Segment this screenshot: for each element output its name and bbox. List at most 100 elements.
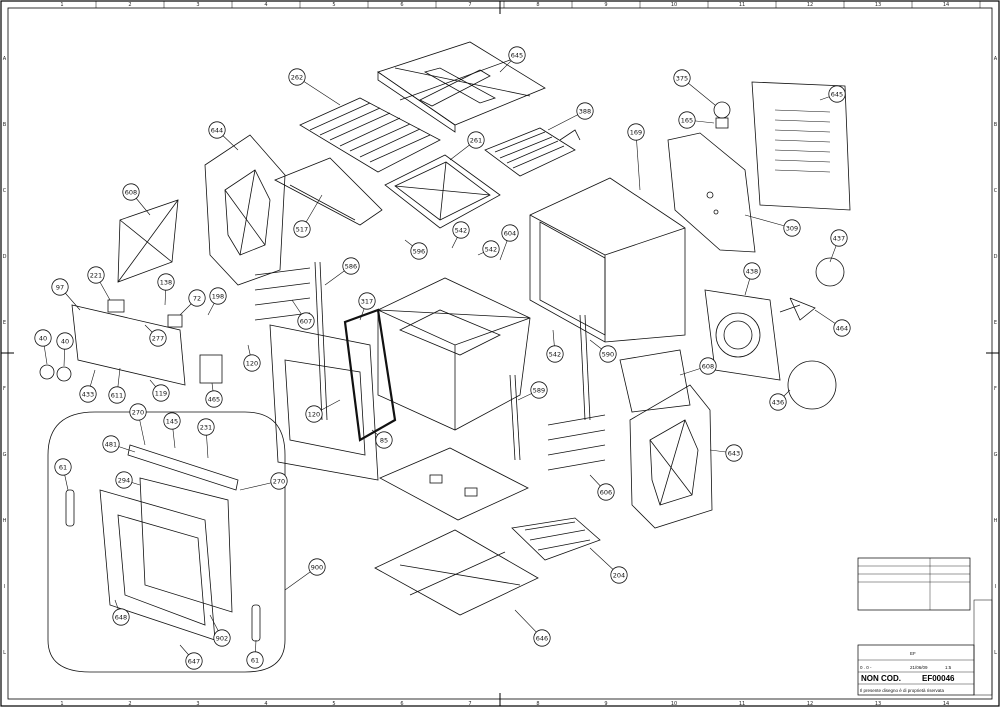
grid-row-label: A xyxy=(3,56,7,62)
grid-column-label: 14 xyxy=(943,2,949,8)
callout-bubble xyxy=(678,111,696,129)
grid-column-label: 14 xyxy=(943,701,949,707)
grid-column-label: 2 xyxy=(128,701,131,707)
callout-277: 277 xyxy=(149,329,167,347)
callout-bubble xyxy=(185,652,203,670)
grid-row-label: C xyxy=(994,188,998,194)
callout-608: 608 xyxy=(699,357,717,375)
callout-bubble xyxy=(108,386,126,404)
grid-column-label: 4 xyxy=(264,2,267,8)
grid-row-label: A xyxy=(994,56,998,62)
callout-number: 607 xyxy=(300,317,312,325)
callout-number: 646 xyxy=(536,634,548,642)
callout-bubble xyxy=(209,287,227,305)
callout-bubble xyxy=(102,435,120,453)
door-handle-left-part xyxy=(65,489,75,527)
callout-388: 388 xyxy=(576,102,594,120)
title-block-scale: 1:5 xyxy=(945,665,952,670)
callout-bubble xyxy=(270,472,288,490)
callout-number: 388 xyxy=(579,107,591,115)
callout-586: 586 xyxy=(342,257,360,275)
callout-number: 586 xyxy=(345,262,357,270)
grid-column-label: 11 xyxy=(739,701,745,707)
door-gasket-part xyxy=(343,308,397,442)
callout-bubble xyxy=(375,431,393,449)
callout-646: 646 xyxy=(533,629,551,647)
callout-433: 433 xyxy=(79,385,97,403)
callout-bubble xyxy=(54,458,72,476)
callout-bubble xyxy=(34,329,52,347)
callout-bubble xyxy=(243,354,261,372)
grid-column-label: 3 xyxy=(196,2,199,8)
callout-bubble xyxy=(627,123,645,141)
callout-bubble xyxy=(205,390,223,408)
callout-436: 436 xyxy=(769,393,787,411)
title-block-note: Il presente disegno è di proprietà riser… xyxy=(860,688,945,693)
cavity-bottom-part xyxy=(379,447,529,521)
callout-bubble xyxy=(213,629,231,647)
title-block-revision: EF xyxy=(910,651,916,656)
grid-row-label: H xyxy=(3,518,7,524)
callout-645: 645 xyxy=(508,46,526,64)
callout-120: 120 xyxy=(243,354,261,372)
callout-270: 270 xyxy=(129,403,147,421)
callout-72: 72 xyxy=(188,289,206,307)
callout-number: 270 xyxy=(132,408,144,416)
callout-number: 465 xyxy=(208,395,220,403)
callout-number: 608 xyxy=(702,362,714,370)
grid-row-label: G xyxy=(3,452,7,458)
grid-column-label: 1 xyxy=(60,701,63,707)
callout-bubble xyxy=(597,483,615,501)
callout-number: 169 xyxy=(630,128,642,136)
callout-bubble xyxy=(297,312,315,330)
callout-61: 61 xyxy=(246,651,264,669)
callout-165: 165 xyxy=(678,111,696,129)
callout-bubble xyxy=(115,471,133,489)
rear-panel-part xyxy=(667,132,756,253)
callout-bubble xyxy=(305,405,323,423)
callout-bubble xyxy=(157,273,175,291)
callout-number: 262 xyxy=(291,73,303,81)
callout-bubble xyxy=(452,221,470,239)
callout-number: 436 xyxy=(772,398,784,406)
callout-bubble xyxy=(673,69,691,87)
callout-bubble xyxy=(293,220,311,238)
callout-542: 542 xyxy=(482,240,500,258)
callout-590: 590 xyxy=(599,345,617,363)
callout-bubble xyxy=(246,651,264,669)
callout-589: 589 xyxy=(530,381,548,399)
grid-row-label: B xyxy=(3,122,7,128)
callout-bubble xyxy=(163,412,181,430)
callout-number: 464 xyxy=(836,324,848,332)
leader-lines xyxy=(42,54,843,662)
callout-bubble xyxy=(56,332,74,350)
callout-bubble xyxy=(129,403,147,421)
callout-bubble xyxy=(508,46,526,64)
inner-door-glass-part xyxy=(139,477,233,613)
door-assembly-outline xyxy=(47,411,286,673)
baking-tray-part xyxy=(384,154,501,229)
callout-198: 198 xyxy=(209,287,227,305)
callout-number: 40 xyxy=(61,337,69,345)
callout-number: 61 xyxy=(251,656,259,664)
callout-138: 138 xyxy=(157,273,175,291)
grid-column-label: 12 xyxy=(807,2,813,8)
callout-number: 517 xyxy=(296,225,308,233)
callout-bubble xyxy=(599,345,617,363)
callout-number: 120 xyxy=(308,410,320,418)
callout-bubble xyxy=(87,266,105,284)
grid-row-label: I xyxy=(995,584,996,590)
cooling-fan-housing-part xyxy=(751,81,851,211)
outer-casing-part xyxy=(529,177,686,343)
callout-number: 72 xyxy=(193,294,201,302)
shelf-guide-left-part xyxy=(254,261,328,421)
callout-number: 542 xyxy=(549,350,561,358)
callout-120: 120 xyxy=(305,405,323,423)
callout-number: 97 xyxy=(56,283,64,291)
callout-bubble xyxy=(112,608,130,626)
knob-part xyxy=(56,366,72,382)
callout-bubble xyxy=(833,319,851,337)
callout-169: 169 xyxy=(627,123,645,141)
panel-bracket-part xyxy=(199,354,223,384)
callout-294: 294 xyxy=(115,471,133,489)
